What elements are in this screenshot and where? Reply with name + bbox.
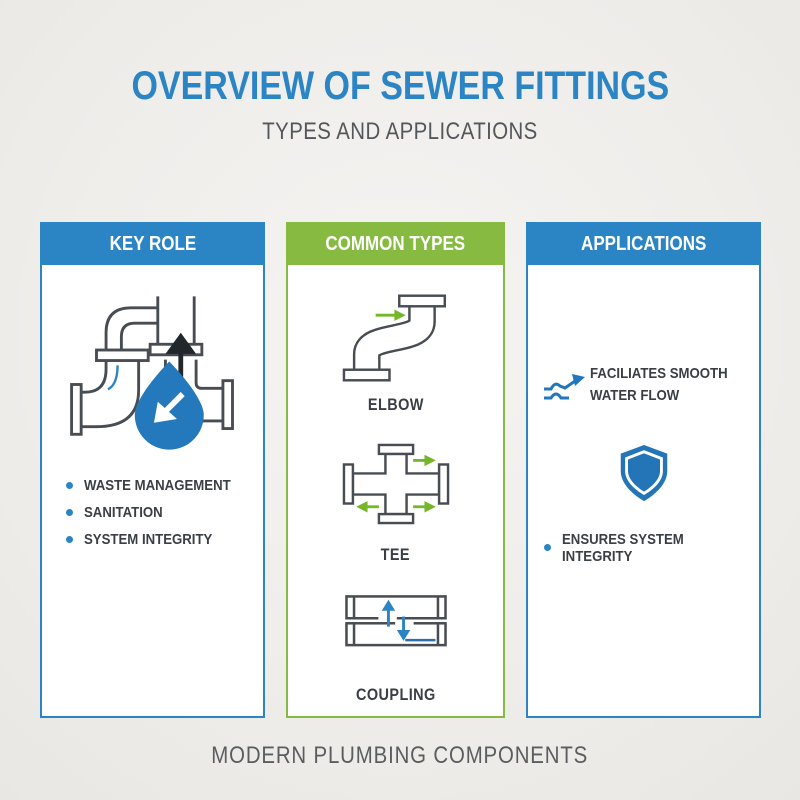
elbow-pipe-icon	[342, 294, 446, 382]
list-item: ENSURES SYSTEM INTEGRITY	[544, 531, 759, 565]
applications-column: APPLICATIONS FACILIATES SMOOTH WATER FLO…	[526, 222, 761, 718]
type-label: TEE	[380, 545, 411, 564]
page-subtitle: TYPES AND APPLICATIONS	[262, 118, 538, 145]
key-role-column: KEY ROLE	[40, 222, 265, 718]
list-item: COUPLING	[288, 583, 503, 705]
list-item: SANITATION	[66, 504, 263, 521]
bullet-label: WASTE MANAGEMENT	[84, 477, 231, 494]
pipes-water-drop-icon	[62, 295, 244, 451]
tee-pipe-icon	[342, 443, 449, 525]
list-item: FACILIATES SMOOTH WATER FLOW	[540, 363, 759, 407]
list-item: ELBOW	[288, 289, 503, 415]
list-item: WASTE MANAGEMENT	[66, 477, 263, 494]
bullet-label: ENSURES SYSTEM INTEGRITY	[562, 530, 684, 565]
common-types-column: COMMON TYPES ELBOW	[286, 222, 505, 718]
key-role-header: KEY ROLE	[42, 224, 263, 265]
page-title: OVERVIEW OF SEWER FITTINGS	[131, 64, 669, 108]
shield-icon	[615, 443, 673, 505]
bullet-dot-icon	[66, 536, 73, 543]
columns-container: KEY ROLE	[40, 222, 765, 718]
common-types-header: COMMON TYPES	[288, 224, 503, 265]
list-item: TEE	[288, 431, 503, 565]
bullet-dot-icon	[66, 509, 73, 516]
bullet-label: SYSTEM INTEGRITY	[84, 531, 213, 548]
coupling-pipe-icon	[344, 595, 447, 647]
bullet-dot-icon	[544, 544, 551, 551]
applications-header: APPLICATIONS	[528, 224, 759, 265]
footer-caption: MODERN PLUMBING COMPONENTS	[211, 742, 589, 769]
type-label: COUPLING	[355, 685, 436, 704]
feature-label: FACILIATES SMOOTH WATER FLOW	[590, 365, 728, 404]
applications-bullet-list: ENSURES SYSTEM INTEGRITY	[544, 531, 759, 575]
bullet-label: SANITATION	[84, 504, 163, 521]
water-flow-icon	[544, 374, 585, 400]
list-item: SYSTEM INTEGRITY	[66, 531, 263, 548]
bullet-dot-icon	[66, 482, 73, 489]
type-label: ELBOW	[367, 395, 424, 414]
key-role-bullet-list: WASTE MANAGEMENT SANITATION SYSTEM INTEG…	[66, 477, 263, 558]
